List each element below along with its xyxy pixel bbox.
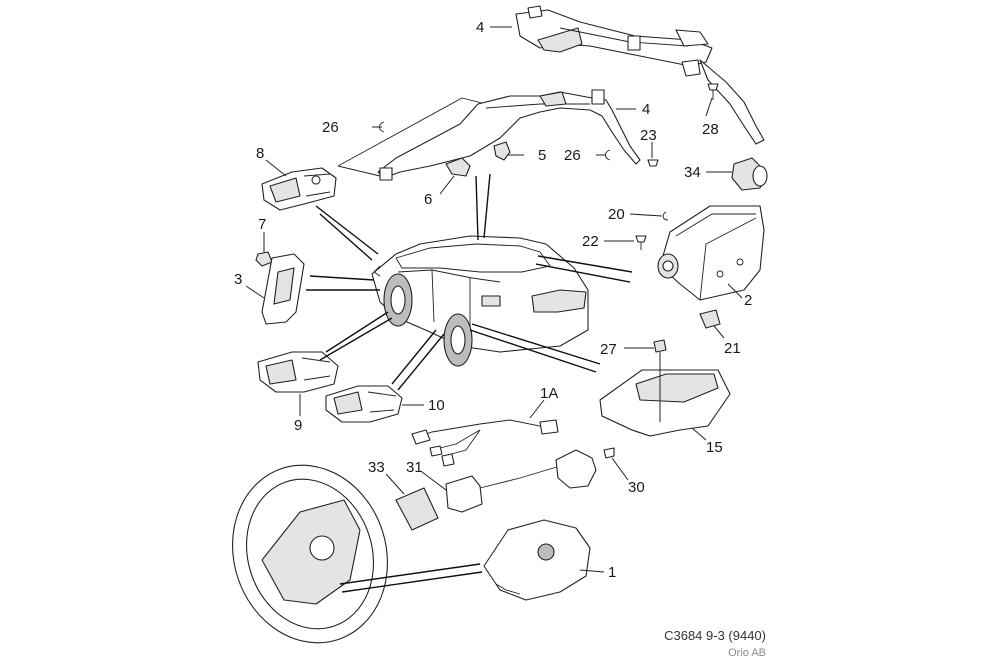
steering-wheel (232, 464, 388, 644)
callout-27: 27 (600, 341, 617, 358)
callout-28: 28 (702, 121, 719, 138)
screw-22 (635, 235, 647, 250)
side-sensor-3 (261, 253, 305, 325)
callout-20: 20 (608, 206, 625, 223)
callout-3: 3 (234, 271, 242, 288)
callout-26-right: 26 (564, 147, 581, 164)
callout-22: 22 (582, 233, 599, 250)
nut-7 (255, 251, 273, 267)
curtain-airbag-upper (515, 5, 765, 145)
callout-4-upper: 4 (476, 19, 484, 36)
side-airbag-9 (257, 351, 339, 393)
side-airbag-8 (261, 167, 337, 211)
callout-15: 15 (706, 439, 723, 456)
callout-34: 34 (684, 164, 701, 181)
screw-28 (707, 83, 719, 100)
side-airbag-10 (325, 385, 403, 423)
clip-26-right (605, 149, 611, 161)
clip-5 (493, 141, 511, 161)
clip-6 (445, 157, 471, 177)
callout-33: 33 (368, 459, 385, 476)
sensor-34 (731, 157, 768, 191)
drawing-reference: C3684 9-3 (9440) (664, 628, 766, 643)
callout-26-left: 26 (322, 119, 339, 136)
nut-27 (653, 339, 667, 353)
car-illustration (371, 235, 589, 367)
callout-9: 9 (294, 417, 302, 434)
curtain-airbag-lower (337, 89, 641, 181)
callout-10: 10 (428, 397, 445, 414)
screw-20 (662, 211, 669, 221)
callout-4-lower: 4 (642, 101, 650, 118)
leader-lines (306, 173, 633, 593)
callout-2: 2 (744, 292, 752, 309)
callout-30: 30 (628, 479, 645, 496)
screw-30 (603, 447, 615, 459)
callout-7: 7 (258, 216, 266, 233)
contact-reel-31 (445, 449, 597, 513)
callout-1A: 1A (540, 385, 558, 402)
callout-leaders (245, 26, 743, 573)
callout-31: 31 (406, 459, 423, 476)
bracket-21 (699, 309, 721, 329)
screw-23 (647, 159, 659, 167)
callout-5: 5 (538, 147, 546, 164)
driver-airbag-1 (483, 519, 591, 601)
callout-21: 21 (724, 340, 741, 357)
drawing-owner: Orio AB (728, 647, 766, 659)
callout-23: 23 (640, 127, 657, 144)
callout-1: 1 (608, 564, 616, 581)
cover-33 (395, 487, 439, 531)
control-module-15 (599, 369, 731, 437)
callout-6: 6 (424, 191, 432, 208)
callout-8: 8 (256, 145, 264, 162)
passenger-airbag-2 (657, 205, 765, 301)
wiring-harness-1A (411, 419, 559, 467)
